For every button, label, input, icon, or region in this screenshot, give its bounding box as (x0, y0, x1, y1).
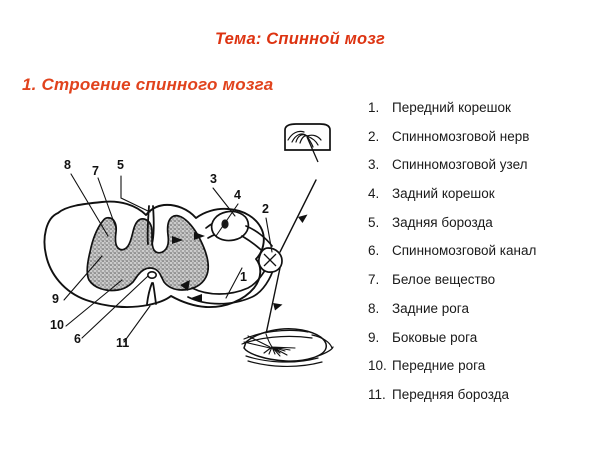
callout-7: 7 (92, 164, 99, 178)
callout-2: 2 (262, 202, 269, 216)
callout-11: 11 (116, 336, 130, 350)
afferent-arrow (298, 214, 308, 223)
anterior-fissure (146, 282, 157, 305)
list-item-label: Задние рога (392, 300, 469, 316)
afferent-fibre (279, 179, 317, 253)
central-canal (147, 271, 158, 280)
list-item-label: Боковые рога (392, 329, 478, 345)
dorsal-root-and-ganglion (205, 210, 273, 258)
list-item: 11. Передняя борозда (368, 387, 600, 416)
page-title: Тема: Спинной мозг (215, 30, 385, 48)
reflex-arc-arrows (172, 232, 205, 302)
list-item-number: 7. (368, 272, 380, 288)
list-item-number: 4. (368, 186, 380, 202)
list-item: 3. Спинномозговой узел (368, 157, 600, 186)
list-item-number: 1. (368, 100, 380, 115)
list-item: 7. Белое вещество (368, 272, 600, 301)
list-item-label: Передняя борозда (392, 386, 510, 402)
legend-list: 1. Передний корешок 2. Спинномозговой не… (368, 100, 600, 416)
list-item-number: 3. (368, 157, 380, 173)
efferent-arrow (273, 303, 283, 311)
list-item: 5. Задняя борозда (368, 215, 600, 244)
gray-matter (86, 214, 210, 292)
callout-4: 4 (234, 188, 241, 202)
callout-10: 10 (50, 318, 64, 332)
list-item-number: 2. (368, 128, 380, 144)
list-item-number: 8. (368, 300, 380, 316)
callout-leader-lines (63, 173, 273, 343)
receptor-inset (284, 123, 331, 163)
callout-3: 3 (210, 172, 217, 186)
posterior-sulcus (146, 205, 155, 245)
callout-1: 1 (240, 270, 247, 284)
list-item-number: 10. (368, 358, 387, 374)
spinal-cord-diagram: 8 7 5 3 4 2 1 9 10 6 11 (30, 120, 350, 380)
list-item-label: Задний корешок (392, 186, 495, 202)
section-subtitle: 1. Строение спинного мозга (22, 75, 274, 94)
list-item: 6. Спинномозговой канал (368, 243, 600, 272)
callout-9: 9 (52, 292, 59, 306)
list-item-label: Передний корешок (392, 100, 511, 115)
spinal-cord-svg (43, 123, 334, 368)
list-item-label: Передние рога (392, 358, 486, 374)
list-item-number: 9. (368, 329, 380, 345)
callout-6: 6 (74, 332, 81, 346)
callout-8: 8 (64, 158, 71, 172)
list-item: 9. Боковые рога (368, 330, 600, 359)
list-item: 1. Передний корешок (368, 100, 600, 129)
list-item: 8. Задние рога (368, 301, 600, 330)
list-item: 10. Передние рога (368, 358, 600, 387)
list-item: 2. Спинномозговой нерв (368, 129, 600, 158)
list-item: 4. Задний корешок (368, 186, 600, 215)
list-item-number: 11. (368, 386, 386, 402)
spinal-nerve-junction (258, 247, 283, 273)
muscle-inset (241, 328, 334, 368)
callout-5: 5 (117, 158, 124, 172)
list-item-label: Спинномозговой нерв (392, 128, 530, 144)
list-item-label: Задняя борозда (392, 214, 493, 230)
list-item-number: 5. (368, 214, 380, 230)
list-item-label: Белое вещество (392, 272, 496, 288)
list-item-number: 6. (368, 243, 380, 259)
list-item-label: Спинномозговой канал (392, 243, 537, 259)
list-item-label: Спинномозговой узел (392, 157, 528, 173)
efferent-fibre (265, 267, 281, 335)
